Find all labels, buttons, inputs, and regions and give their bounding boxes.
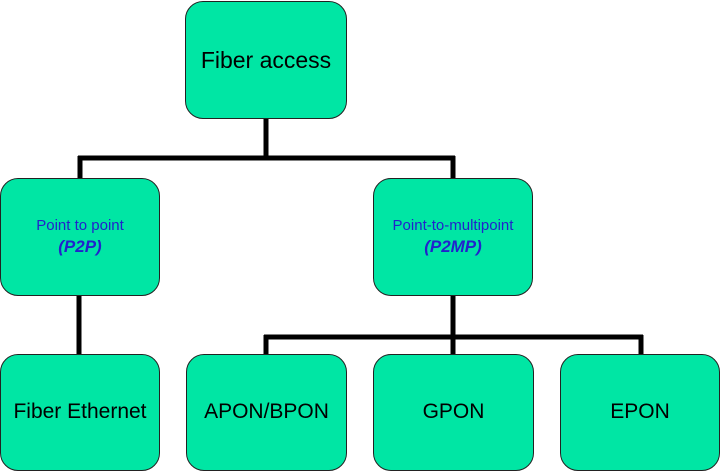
node-point-to-point-label: Point to point — [36, 217, 124, 235]
node-apon-bpon-label: APON/BPON — [204, 400, 329, 424]
node-gpon: GPON — [373, 354, 534, 471]
node-epon-label: EPON — [610, 400, 670, 424]
node-point-to-multipoint-label: Point-to-multipoint — [392, 217, 514, 235]
node-fiber-ethernet: Fiber Ethernet — [0, 354, 160, 471]
node-gpon-label: GPON — [422, 400, 485, 424]
node-fiber-access-label: Fiber access — [200, 46, 332, 73]
node-apon-bpon: APON/BPON — [186, 354, 347, 471]
node-fiber-access: Fiber access — [185, 1, 347, 119]
node-point-to-point: Point to point (P2P) — [0, 178, 160, 296]
node-fiber-ethernet-label: Fiber Ethernet — [13, 400, 147, 424]
node-point-to-point-abbr: (P2P) — [58, 236, 102, 256]
node-point-to-multipoint-abbr: (P2MP) — [424, 236, 482, 256]
node-epon: EPON — [560, 354, 720, 471]
node-point-to-multipoint: Point-to-multipoint (P2MP) — [373, 178, 533, 296]
